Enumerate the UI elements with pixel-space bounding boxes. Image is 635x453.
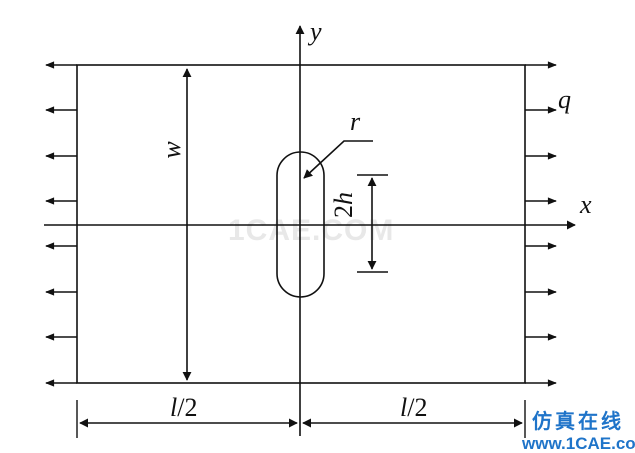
slot-height-coef: 2 bbox=[329, 205, 358, 218]
left-load-arrows bbox=[45, 61, 77, 387]
load-label: q bbox=[558, 85, 571, 114]
half-length-left-var: l bbox=[170, 393, 177, 422]
watermark-chinese: 仿真在线 bbox=[532, 409, 624, 433]
half-length-right-rest: /2 bbox=[407, 393, 427, 422]
y-axis-label: y bbox=[307, 17, 322, 46]
radius-leader bbox=[303, 140, 373, 179]
svg-text:2h: 2h bbox=[329, 192, 358, 218]
slot-height-var: h bbox=[329, 192, 358, 205]
slot-hole bbox=[276, 151, 325, 298]
right-load-arrows bbox=[525, 61, 557, 387]
plate-outline bbox=[76, 64, 526, 384]
x-axis-label: x bbox=[579, 190, 592, 219]
radius-label: r bbox=[350, 107, 361, 136]
half-length-right-label: l/2 bbox=[400, 393, 427, 422]
half-length-right-var: l bbox=[400, 393, 407, 422]
half-length-left-label: l/2 bbox=[170, 393, 197, 422]
width-label: w bbox=[157, 141, 186, 159]
slot-height-label: 2h bbox=[329, 192, 358, 218]
half-length-left-rest: /2 bbox=[177, 393, 197, 422]
watermark-text: 1CAE.COM bbox=[228, 214, 394, 247]
watermark-url: www.1CAE.com bbox=[521, 434, 635, 453]
